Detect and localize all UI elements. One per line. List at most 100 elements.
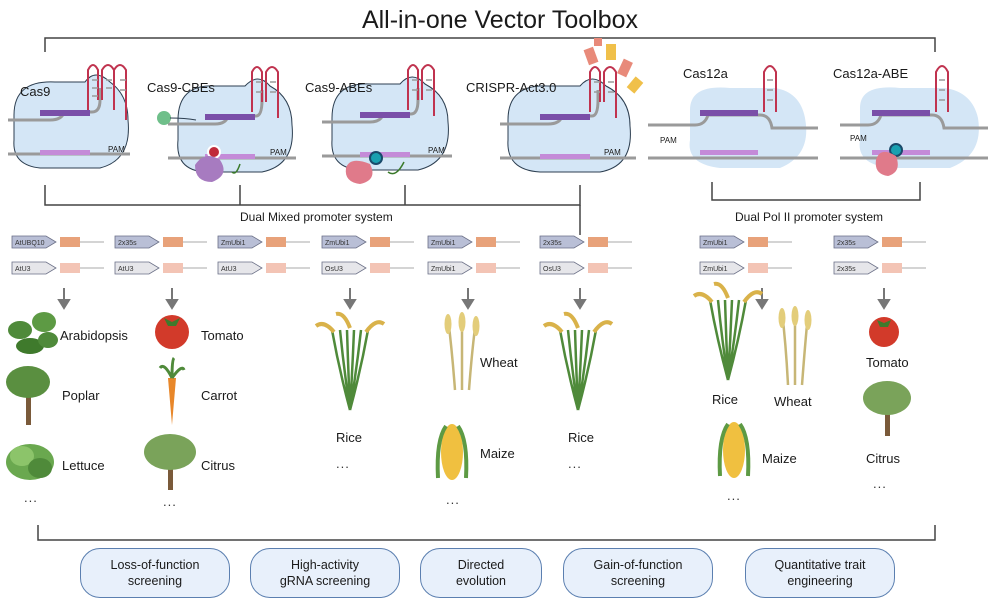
wheat-icon [444, 312, 480, 391]
promoter-cassette: OsU3 [321, 261, 414, 275]
promoter-name: 2x35s [118, 240, 137, 247]
application-line: engineering [787, 574, 853, 588]
rice-plants-group [314, 281, 764, 411]
cassettes-group: AtUBQ10AtU32x35sAtU3ZmUbi1AtU3ZmUbi1OsU3… [11, 235, 926, 275]
down-arrows [57, 288, 891, 310]
application-high-activity-grna: High-activity gRNA screening [250, 548, 400, 598]
application-line: High-activity [290, 558, 360, 572]
tool-label-cas9: Cas9 [20, 84, 51, 99]
pam-label: PAM [850, 134, 867, 143]
promoter-cassette: 2x35s [833, 235, 926, 249]
rice-plant-icon [692, 281, 764, 381]
citrus-tree-icon [144, 434, 196, 490]
species-label-wheat: Wheat [480, 355, 518, 370]
top-bracket [44, 37, 936, 52]
pam-label: PAM [108, 145, 125, 154]
promoter-cassette: AtU3 [11, 261, 104, 275]
cas9-cbes-complex-icon [157, 66, 296, 182]
promoter-name: AtUBQ10 [15, 240, 45, 247]
pol2-system-bracket [711, 182, 921, 201]
bottom-bracket [37, 525, 936, 541]
pol2-system-label: Dual Pol II promoter system [735, 210, 884, 224]
carrot-icon [158, 356, 186, 425]
cas12a-abe-complex-icon [840, 65, 988, 176]
promoter-name: AtU3 [221, 266, 237, 273]
species-label-maize: Maize [762, 451, 797, 466]
application-line: Directed [457, 558, 505, 572]
promoter-cassette: ZmUbi1 [427, 261, 520, 275]
promoter-cassette: 2x35s [833, 261, 926, 275]
figure-title: All-in-one Vector Toolbox [361, 6, 639, 34]
mixed-system-bracket [44, 185, 581, 235]
application-directed-evolution: Directed evolution [420, 548, 542, 598]
pam-label: PAM [604, 148, 621, 157]
maize-pol2-icon [717, 422, 751, 478]
rice-plant-icon [542, 311, 614, 411]
ellipsis: ... [24, 490, 38, 505]
ellipsis: ... [163, 494, 177, 509]
promoter-cassette: AtU3 [114, 261, 207, 275]
cas12a-complex-icon [648, 65, 818, 168]
promoter-name: ZmUbi1 [431, 240, 456, 247]
application-line: Quantitative trait [774, 558, 866, 572]
species-label-poplar: Poplar [62, 388, 100, 403]
application-line: Loss-of-function [110, 558, 200, 572]
promoter-name: OsU3 [325, 266, 343, 273]
application-line: gRNA screening [279, 574, 371, 588]
promoter-cassette: OsU3 [539, 261, 632, 275]
tool-label-cas12a-abe: Cas12a-ABE [833, 66, 909, 81]
ellipsis: ... [727, 488, 741, 503]
citrus-pol2-icon [863, 381, 911, 436]
promoter-cassette: ZmUbi1 [699, 261, 792, 275]
promoter-name: AtU3 [118, 266, 134, 273]
species-label-rice: Rice [712, 392, 739, 407]
promoter-name: AtU3 [15, 266, 31, 273]
tomato-icon [155, 315, 189, 349]
crispr-act-complex-icon [500, 38, 644, 173]
promoter-name: 2x35s [837, 240, 856, 247]
arabidopsis-icon [8, 312, 58, 354]
pam-label: PAM [660, 136, 677, 145]
tool-label-cas9-cbes: Cas9-CBEs [147, 80, 215, 95]
species-label-citrus: Citrus [201, 458, 235, 473]
ellipsis: ... [336, 456, 350, 471]
species-label-rice: Rice [568, 430, 595, 445]
promoter-cassette: ZmUbi1 [427, 235, 520, 249]
promoter-name: ZmUbi1 [703, 266, 728, 273]
tool-label-cas9-abes: Cas9-ABEs [305, 80, 373, 95]
promoter-name: ZmUbi1 [431, 266, 456, 273]
rice-plant-icon [314, 311, 386, 411]
ellipsis: ... [568, 456, 582, 471]
lettuce-icon [6, 444, 54, 480]
promoter-name: ZmUbi1 [325, 240, 350, 247]
application-line: evolution [455, 574, 507, 588]
application-gain-of-function: Gain-of-function screening [563, 548, 713, 598]
mixed-system-label: Dual Mixed promoter system [240, 210, 393, 224]
promoter-cassette: 2x35s [114, 235, 207, 249]
species-label-tomato: Tomato [201, 328, 244, 343]
promoter-name: ZmUbi1 [221, 240, 246, 247]
application-loss-of-function: Loss-of-function screening [80, 548, 230, 598]
promoter-name: 2x35s [837, 266, 856, 273]
poplar-icon [6, 366, 50, 425]
tool-label-cas12a: Cas12a [683, 66, 728, 81]
promoter-cassette: 2x35s [539, 235, 632, 249]
promoter-cassette: AtU3 [217, 261, 310, 275]
promoter-cassette: ZmUbi1 [217, 235, 310, 249]
species-label-lettuce: Lettuce [62, 458, 105, 473]
application-line: Gain-of-function [593, 558, 683, 572]
promoter-name: 2x35s [543, 240, 562, 247]
species-label-tomato: Tomato [866, 355, 909, 370]
application-line: screening [610, 574, 666, 588]
promoter-name: OsU3 [543, 266, 561, 273]
species-label-rice: Rice [336, 430, 363, 445]
promoter-cassette: ZmUbi1 [321, 235, 414, 249]
tomato-pol2-icon [869, 317, 899, 347]
cas9-complex-icon [8, 64, 130, 169]
ellipsis: ... [446, 492, 460, 507]
species-label-carrot: Carrot [201, 388, 238, 403]
application-line: screening [127, 574, 183, 588]
promoter-cassette: ZmUbi1 [699, 235, 792, 249]
species-label-arabidopsis: Arabidopsis [60, 328, 128, 343]
